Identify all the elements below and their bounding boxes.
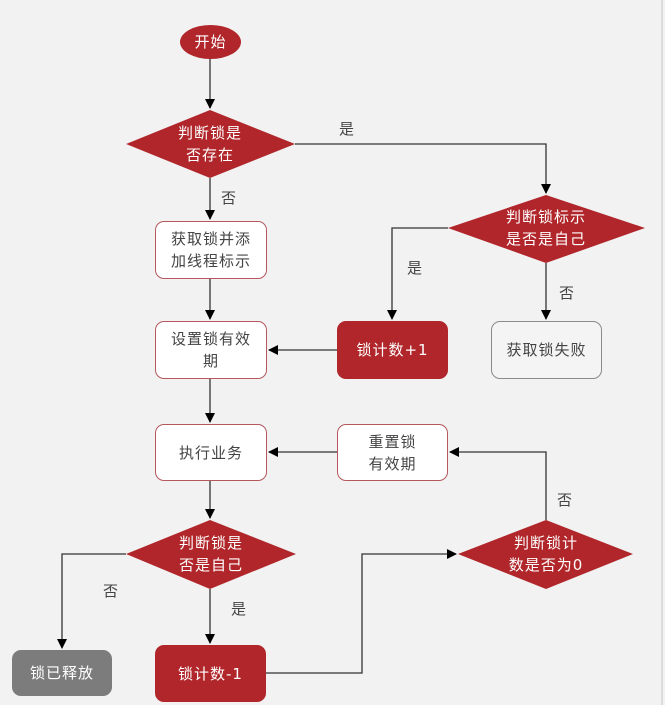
execute-business-node: 执行业务 xyxy=(155,424,267,481)
check-owner-label: 判断锁标示 是否是自己 xyxy=(505,208,587,248)
reset-expiry-node: 重置锁 有效期 xyxy=(337,424,448,481)
decision-check-owner-release xyxy=(126,520,296,589)
edge-check-owner-to-count-plus xyxy=(387,227,448,320)
edge-label-no-released: 否 xyxy=(103,582,119,600)
set-expiry-label: 设置锁有效 期 xyxy=(170,330,251,370)
acquire-lock-label: 获取锁并添 加线程标示 xyxy=(170,230,251,270)
count-plus-label: 锁计数+1 xyxy=(356,341,429,359)
edge-count-minus-to-check-zero xyxy=(266,549,457,674)
check-zero-label: 判断锁计 数是否为0 xyxy=(508,534,584,574)
edge-label-no-fail: 否 xyxy=(559,284,575,302)
edge-check-release-to-released xyxy=(57,553,126,649)
edge-label-no-acquire: 否 xyxy=(221,189,237,207)
edge-label-yes-count-plus: 是 xyxy=(407,259,423,277)
count-minus-node: 锁计数-1 xyxy=(155,645,266,702)
canvas-right-border xyxy=(661,0,663,705)
acquire-fail-node: 获取锁失败 xyxy=(491,321,602,379)
acquire-fail-label: 获取锁失败 xyxy=(506,341,587,359)
lock-released-label: 锁已释放 xyxy=(29,664,94,682)
start-label: 开始 xyxy=(194,33,227,51)
edge-check-exists-to-check-owner xyxy=(295,143,551,194)
edge-label-yes-top: 是 xyxy=(339,120,355,138)
start-node: 开始 xyxy=(180,25,241,59)
decision-check-zero xyxy=(458,520,633,589)
acquire-lock-node: 获取锁并添 加线程标示 xyxy=(155,221,267,279)
reset-expiry-label: 重置锁 有效期 xyxy=(368,432,417,473)
count-plus-node: 锁计数+1 xyxy=(337,321,448,379)
execute-business-label: 执行业务 xyxy=(178,443,243,462)
decision-check-exists xyxy=(126,110,295,178)
edge-label-yes-count-minus: 是 xyxy=(231,600,247,618)
count-minus-label: 锁计数-1 xyxy=(178,664,243,683)
check-owner-release-label: 判断锁是 否是自己 xyxy=(178,534,244,574)
decision-check-owner xyxy=(448,195,645,263)
edge-check-zero-to-reset xyxy=(449,447,547,520)
set-expiry-node: 设置锁有效 期 xyxy=(155,321,267,379)
edge-label-no-reset: 否 xyxy=(557,491,573,509)
check-exists-label: 判断锁是 否存在 xyxy=(177,124,243,164)
lock-released-node: 锁已释放 xyxy=(12,650,112,696)
